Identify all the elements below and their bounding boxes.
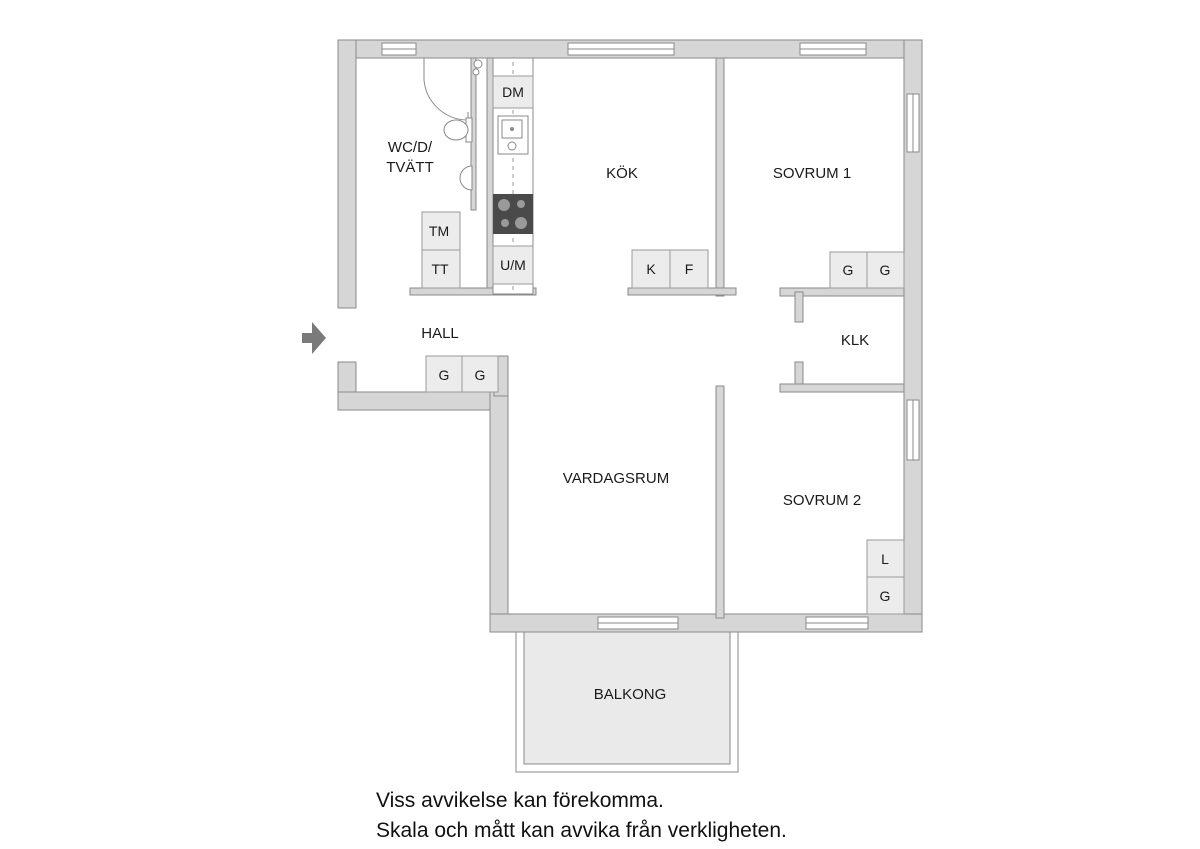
kitchen-counter	[492, 57, 534, 295]
room-label-kok: KÖK	[606, 164, 638, 182]
room-label-wc: WC/D/	[388, 139, 433, 156]
shower-head-icon	[472, 59, 483, 76]
sink-icon	[497, 115, 529, 155]
exterior-walls	[337, 39, 923, 633]
fixture-label-um: U/M	[500, 257, 526, 273]
disclaimer: Viss avvikelse kan förekomma. Skala och …	[376, 786, 787, 846]
fixture-label-k: K	[646, 261, 656, 277]
bathroom-fixtures	[423, 58, 483, 191]
room-label-hall: HALL	[421, 325, 459, 342]
windows	[381, 42, 920, 630]
fixture-label-hall-g1: G	[439, 367, 450, 383]
fixture-label-l: L	[881, 551, 889, 567]
interior-walls	[409, 57, 905, 619]
room-label-tvatt: TVÄTT	[386, 159, 434, 176]
room-label-vardagsrum: VARDAGSRUM	[563, 470, 669, 487]
balcony	[515, 615, 739, 773]
room-labels: WC/D/ TVÄTT KÖK SOVRUM 1 HALL KLK VARDAG…	[386, 139, 869, 703]
fixture-label-hall-g2: G	[475, 367, 486, 383]
fixture-label-dm: DM	[502, 84, 524, 100]
room-label-sovrum1: SOVRUM 1	[773, 165, 851, 182]
stove-icon	[493, 194, 533, 234]
fixture-label-sovrum1-g2: G	[880, 262, 891, 278]
fixture-labels: DM U/M TM TT K F G G G G L G	[429, 84, 891, 604]
toilet-icon	[443, 117, 473, 143]
disclaimer-line-2: Skala och mått kan avvika från verklighe…	[376, 819, 787, 842]
fixture-label-sovrum2-g: G	[880, 588, 891, 604]
fixture-boxes	[421, 211, 905, 615]
washbasin-icon	[459, 165, 473, 191]
fixture-label-sovrum1-g1: G	[843, 262, 854, 278]
disclaimer-line-1: Viss avvikelse kan förekomma.	[376, 789, 664, 812]
fixture-label-f: F	[685, 261, 694, 277]
room-label-balkong: BALKONG	[594, 686, 667, 703]
room-label-klk: KLK	[841, 332, 869, 349]
fixture-label-tm: TM	[429, 223, 449, 239]
entrance-arrow-icon	[302, 322, 326, 354]
fixture-label-tt: TT	[431, 261, 449, 277]
room-label-sovrum2: SOVRUM 2	[783, 492, 861, 509]
